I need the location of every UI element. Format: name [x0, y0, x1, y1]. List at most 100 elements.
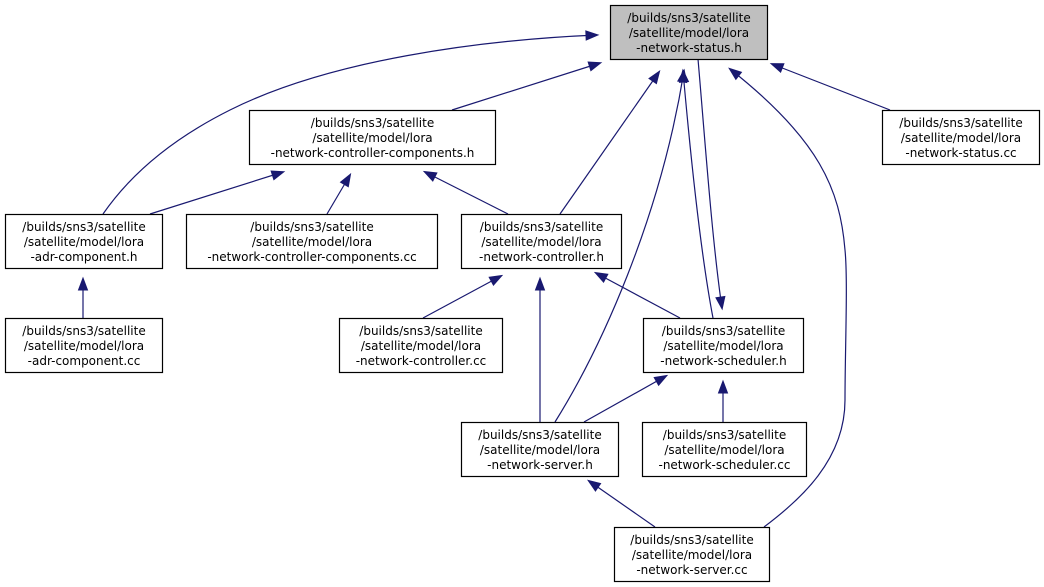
node-box: [4, 213, 164, 270]
edge-arrowhead: [422, 170, 438, 182]
node-label-line: -network-controller-components.cc: [207, 250, 416, 264]
edge-line: [451, 62, 601, 111]
node-label-line: /builds/sns3/satellite: [663, 428, 786, 442]
node-status-h[interactable]: /builds/sns3/satellite/satellite/model/l…: [609, 4, 769, 61]
edge-arrowhead: [593, 271, 609, 284]
node-box: [881, 109, 1041, 166]
edge-arrowhead: [728, 67, 743, 81]
edge-ctrl_h-to-ctrl_comp_h: [422, 170, 509, 215]
nodes-layer: /builds/sns3/satellite/satellite/model/l…: [4, 4, 1041, 583]
edge-server_h-to-status_h: [554, 68, 688, 423]
node-label-line: /satellite/model/lora: [663, 339, 783, 353]
node-label-line: -network-server.cc: [636, 563, 747, 577]
edge-line: [554, 70, 685, 423]
node-server-cc[interactable]: /builds/sns3/satellite/satellite/model/l…: [613, 526, 771, 583]
node-label-line: -network-status.h: [636, 41, 742, 55]
node-label-line: -adr-component.cc: [28, 354, 141, 368]
edge-line: [422, 275, 502, 319]
node-label: /builds/sns3/satellite/satellite/model/l…: [356, 324, 487, 368]
node-label-line: -network-scheduler.cc: [658, 458, 790, 472]
node-label-line: /satellite/model/lora: [901, 131, 1021, 145]
edge-ctrl_h-to-status_h: [559, 70, 661, 215]
edge-adr_cc-to-adr_h: [77, 276, 89, 318]
edge-line: [588, 480, 656, 528]
node-sched-h[interactable]: /builds/sns3/satellite/satellite/model/l…: [642, 317, 805, 374]
edge-arrowhead: [677, 68, 688, 84]
edge-arrowhead: [587, 479, 602, 492]
node-label-line: /satellite/model/lora: [481, 235, 601, 249]
node-label-line: -network-server.h: [487, 458, 593, 472]
node-label: /builds/sns3/satellite/satellite/model/l…: [478, 428, 601, 472]
edge-arrowhead: [653, 374, 669, 387]
node-ctrl-comp-cc[interactable]: /builds/sns3/satellite/satellite/model/l…: [185, 213, 439, 270]
node-label-line: /satellite/model/lora: [252, 235, 372, 249]
edge-arrowhead: [585, 30, 600, 41]
node-label-line: /builds/sns3/satellite: [899, 116, 1022, 130]
edge-arrowhead: [717, 379, 729, 394]
edge-line: [682, 70, 714, 319]
node-label-line: -network-scheduler.h: [660, 354, 786, 368]
node-label-line: /builds/sns3/satellite: [22, 324, 145, 338]
node-adr-cc[interactable]: /builds/sns3/satellite/satellite/model/l…: [4, 317, 164, 374]
edge-line: [697, 58, 723, 309]
node-box: [4, 317, 164, 374]
edge-sched_cc-to-sched_h: [717, 379, 729, 422]
node-box: [609, 4, 769, 61]
edge-status_h-to-sched_h: [697, 58, 726, 311]
node-sched-cc[interactable]: /builds/sns3/satellite/satellite/model/l…: [641, 421, 808, 478]
edge-arrowhead: [270, 170, 286, 181]
edges-layer: [77, 30, 891, 528]
node-adr-h[interactable]: /builds/sns3/satellite/satellite/model/l…: [4, 213, 164, 270]
node-box: [613, 526, 771, 583]
node-label: /builds/sns3/satellite/satellite/model/l…: [658, 428, 790, 472]
edge-sched_h-to-ctrl_h: [593, 271, 681, 319]
node-box: [460, 213, 623, 270]
edge-line: [149, 171, 284, 215]
node-label: /builds/sns3/satellite/satellite/model/l…: [899, 116, 1022, 160]
edge-line: [102, 34, 598, 215]
node-label-line: /satellite/model/lora: [24, 339, 144, 353]
edge-arrowhead: [587, 61, 603, 72]
edge-line: [595, 272, 681, 319]
edge-arrowhead: [715, 295, 726, 311]
edge-server_h-to-sched_h: [583, 374, 669, 423]
node-label-line: /builds/sns3/satellite: [359, 324, 482, 338]
node-box: [338, 317, 504, 374]
edge-arrowhead: [339, 172, 352, 188]
node-label-line: /satellite/model/lora: [361, 339, 481, 353]
edge-server_cc-to-server_h: [587, 479, 656, 528]
node-label-line: -network-controller.h: [479, 250, 604, 264]
node-server-h[interactable]: /builds/sns3/satellite/satellite/model/l…: [460, 421, 620, 478]
node-label-line: /satellite/model/lora: [480, 443, 600, 457]
node-label-line: /builds/sns3/satellite: [480, 220, 603, 234]
node-box: [248, 109, 497, 166]
node-label-line: /satellite/model/lora: [312, 131, 432, 145]
node-label-line: /builds/sns3/satellite: [311, 116, 434, 130]
edge-ctrl_comp_cc-to-ctrl_comp_h: [326, 172, 352, 215]
node-status-cc[interactable]: /builds/sns3/satellite/satellite/model/l…: [881, 109, 1041, 166]
node-label-line: /builds/sns3/satellite: [627, 11, 750, 25]
edge-adr_h-to-status_h: [102, 30, 600, 215]
edge-arrowhead: [77, 276, 89, 291]
node-label-line: /builds/sns3/satellite: [22, 220, 145, 234]
edge-line: [729, 68, 847, 528]
edge-line: [771, 63, 891, 111]
edge-server_h-to-ctrl_h: [534, 276, 546, 422]
node-label: /builds/sns3/satellite/satellite/model/l…: [22, 220, 145, 264]
node-label-line: /satellite/model/lora: [664, 443, 784, 457]
edge-line: [424, 171, 509, 215]
edge-arrowhead: [648, 70, 661, 85]
node-label-line: /builds/sns3/satellite: [662, 324, 785, 338]
node-label-line: -network-controller.cc: [356, 354, 487, 368]
edge-adr_h-to-ctrl_comp_h: [149, 170, 286, 215]
node-label: /builds/sns3/satellite/satellite/model/l…: [660, 324, 786, 368]
edge-arrowhead: [534, 276, 546, 291]
node-box: [460, 421, 620, 478]
node-label-line: /builds/sns3/satellite: [478, 428, 601, 442]
node-ctrl-cc[interactable]: /builds/sns3/satellite/satellite/model/l…: [338, 317, 504, 374]
node-ctrl-h[interactable]: /builds/sns3/satellite/satellite/model/l…: [460, 213, 623, 270]
edge-server_cc-to-status_h: [728, 67, 847, 528]
node-label-line: -adr-component.h: [30, 250, 137, 264]
node-ctrl-comp-h[interactable]: /builds/sns3/satellite/satellite/model/l…: [248, 109, 497, 166]
node-label-line: /builds/sns3/satellite: [250, 220, 373, 234]
